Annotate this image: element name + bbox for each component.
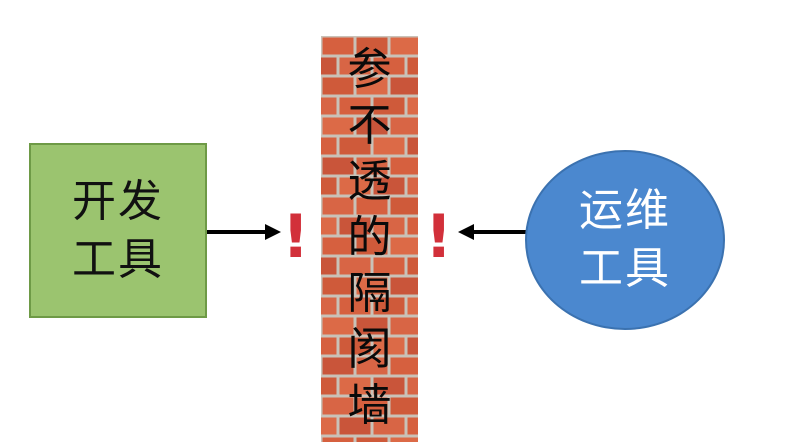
brick [373, 297, 405, 315]
wall-char: 墙 [347, 380, 392, 431]
dev-tool-label-line1: 开发 [72, 175, 164, 227]
brick [322, 37, 354, 55]
right-arrow [458, 224, 530, 240]
brick [322, 197, 354, 215]
ops-tool-label-line1: 运维 [579, 185, 671, 236]
brick [407, 57, 418, 75]
brick [356, 437, 388, 442]
brick [322, 397, 354, 415]
brick [373, 257, 405, 275]
brick [373, 337, 405, 355]
brick [321, 57, 337, 75]
brick [356, 397, 388, 415]
brick [339, 177, 371, 195]
brick-wall: 参不透的隔阂墙 [321, 36, 418, 442]
brick [390, 397, 418, 415]
brick [373, 377, 405, 395]
brick [321, 137, 337, 155]
brick [390, 77, 418, 95]
brick [356, 237, 388, 255]
brick [321, 417, 337, 435]
brick [322, 277, 354, 295]
brick [356, 157, 388, 175]
brick [390, 197, 418, 215]
brick [390, 357, 418, 375]
brick [373, 97, 405, 115]
brick [356, 197, 388, 215]
brick [407, 257, 418, 275]
brick [390, 37, 418, 55]
brick [407, 297, 418, 315]
brick [322, 117, 354, 135]
brick [407, 217, 418, 235]
brick [321, 337, 337, 355]
brick [390, 317, 418, 335]
brick [339, 417, 371, 435]
ops-tool-circle: 运维 工具 [525, 150, 725, 330]
brick [390, 437, 418, 442]
brick [373, 417, 405, 435]
brick [321, 97, 337, 115]
brick [407, 337, 418, 355]
brick [322, 157, 354, 175]
brick [321, 177, 337, 195]
wall-char: 的 [347, 212, 392, 263]
brick [339, 57, 371, 75]
wall-char: 不 [347, 100, 392, 151]
brick [321, 257, 337, 275]
brick [321, 217, 337, 235]
wall-text: 参不透的隔阂墙 [321, 42, 418, 434]
ops-tool-label-line2: 工具 [579, 243, 671, 294]
brick [322, 77, 354, 95]
left-exclamation-mark: ! [282, 202, 310, 272]
brick [407, 137, 418, 155]
brick [321, 297, 337, 315]
brick-wall-pattern [321, 36, 418, 442]
dev-tool-box: 开发 工具 [29, 143, 207, 318]
brick [339, 137, 371, 155]
brick [356, 117, 388, 135]
brick [373, 137, 405, 155]
brick [407, 417, 418, 435]
right-exclamation-mark: ! [425, 202, 453, 272]
dev-tool-label-line2: 工具 [72, 233, 164, 285]
brick [373, 177, 405, 195]
brick [339, 257, 371, 275]
brick [339, 337, 371, 355]
brick [407, 97, 418, 115]
brick [373, 217, 405, 235]
wall-char: 隔 [347, 268, 392, 319]
brick [373, 57, 405, 75]
brick [356, 357, 388, 375]
left-arrow [207, 224, 281, 240]
brick [407, 377, 418, 395]
brick [339, 97, 371, 115]
brick [356, 277, 388, 295]
brick [407, 177, 418, 195]
brick [339, 377, 371, 395]
brick [322, 357, 354, 375]
wall-char: 透 [347, 156, 392, 207]
brick [339, 297, 371, 315]
brick [339, 217, 371, 235]
brick [322, 437, 354, 442]
brick [356, 37, 388, 55]
brick [390, 117, 418, 135]
brick [390, 237, 418, 255]
brick [322, 237, 354, 255]
wall-char: 参 [347, 44, 392, 95]
brick [390, 277, 418, 295]
brick [356, 77, 388, 95]
brick [390, 157, 418, 175]
brick [322, 317, 354, 335]
brick [321, 377, 337, 395]
wall-char: 阂 [347, 324, 392, 375]
brick [356, 317, 388, 335]
